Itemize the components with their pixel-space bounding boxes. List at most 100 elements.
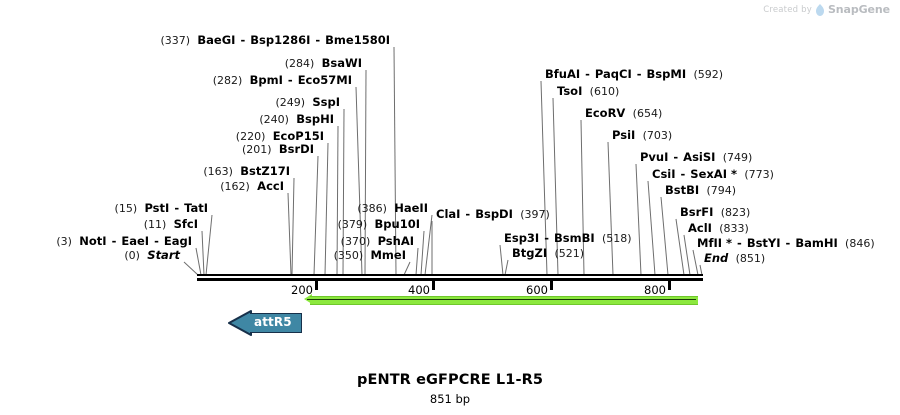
site-leader-line	[647, 180, 656, 276]
enzyme-name: BsmBI	[554, 231, 595, 245]
site-leader-line	[183, 261, 199, 276]
site-position: (518)	[601, 232, 632, 245]
enzyme-name: BstBI	[665, 183, 700, 197]
restriction-site-label[interactable]: (162) AccI	[220, 179, 284, 194]
restriction-site-label[interactable]: (386) HaeII	[357, 201, 428, 216]
site-leader-line	[675, 218, 685, 276]
restriction-site-label[interactable]: (370) PshAI	[340, 235, 414, 249]
restriction-site-label[interactable]: (350) MmeI	[333, 248, 406, 263]
restriction-site-label[interactable]: TsoI (610)	[557, 84, 619, 99]
site-position: (337)	[160, 34, 191, 47]
enzyme-name: BaeGI	[197, 33, 236, 47]
enzyme-name: BspMI	[646, 67, 687, 81]
restriction-site-label[interactable]: BfuAI - PaqCI - BspMI (592)	[545, 67, 723, 82]
restriction-site-label[interactable]: End (851)	[704, 252, 766, 266]
enzyme-name: Bpu10I	[374, 217, 420, 231]
site-position: (350)	[333, 249, 364, 262]
watermark-prefix: Created by	[763, 4, 812, 15]
enzyme-name: SexAI *	[690, 167, 737, 181]
enzyme-name: CsiI	[652, 167, 676, 181]
restriction-site-label[interactable]: (284) BsaWI	[285, 57, 362, 71]
feature-attr5[interactable]: attR5	[228, 310, 302, 336]
enzyme-name: MmeI	[370, 248, 406, 262]
enzyme-name: BfuAI	[545, 67, 581, 81]
enzyme-separator: -	[311, 33, 325, 47]
site-position: (386)	[357, 202, 387, 215]
enzyme-name: HaeII	[394, 201, 428, 215]
restriction-site-label[interactable]: (282) BpmI - Eco57MI	[212, 74, 352, 88]
enzyme-name: MfII *	[697, 236, 733, 250]
site-position: (379)	[337, 218, 368, 231]
restriction-site-label[interactable]: (220) EcoP15I	[235, 130, 324, 144]
site-position: (15)	[114, 202, 138, 215]
enzyme-name: TsoI	[557, 84, 583, 98]
restriction-site-label[interactable]: PvuI - AsiSI (749)	[640, 150, 752, 165]
restriction-site-label[interactable]: (240) BspHI	[259, 112, 334, 127]
restriction-site-label[interactable]: (15) PstI - TatI	[114, 201, 208, 216]
restriction-site-label[interactable]: (249) SspI	[275, 95, 340, 110]
watermark-brand: SnapGene	[827, 3, 890, 16]
restriction-site-label[interactable]: (201) BsrDI	[242, 143, 314, 157]
enzyme-separator: -	[540, 231, 553, 245]
site-leader-line	[607, 141, 614, 276]
feature-attr5-body	[250, 313, 302, 333]
enzyme-name: BtgZI	[512, 246, 548, 260]
enzyme-name: AsiSI	[683, 150, 716, 164]
site-position: (370)	[340, 235, 371, 248]
site-leader-line	[205, 214, 213, 276]
site-position: (282)	[212, 74, 243, 87]
enzyme-name: SfcI	[173, 217, 198, 231]
restriction-site-label[interactable]: (0) Start	[124, 249, 180, 263]
site-leader-line	[313, 155, 319, 276]
restriction-site-label[interactable]: (163) BstZ17I	[203, 164, 290, 179]
site-position: (0)	[124, 249, 140, 262]
restriction-site-label[interactable]: BtgZI (521)	[512, 246, 584, 261]
enzyme-name: SspI	[312, 95, 340, 109]
orf-arrow[interactable]	[304, 294, 698, 305]
enzyme-name: BsrFI	[680, 205, 714, 219]
site-leader-line	[195, 247, 202, 276]
enzyme-name: EcoRV	[585, 106, 626, 120]
restriction-site-label[interactable]: MfII * - BstYI - BamHI (846)	[697, 236, 875, 251]
enzyme-separator: -	[781, 236, 795, 250]
ruler-tick	[668, 281, 671, 290]
site-position: (249)	[275, 96, 306, 109]
site-position: (833)	[719, 222, 749, 235]
restriction-site-label[interactable]: (379) Bpu10I	[337, 217, 420, 232]
site-leader-line	[287, 192, 292, 276]
enzyme-separator: -	[236, 33, 250, 47]
site-position: (654)	[632, 107, 663, 120]
site-position: (397)	[520, 208, 550, 221]
site-leader-line	[499, 244, 504, 276]
enzyme-name: ClaI	[436, 207, 461, 221]
restriction-site-label[interactable]: BstBI (794)	[665, 183, 736, 198]
restriction-site-label[interactable]: (3) NotI - EaeI - EagI	[56, 235, 192, 249]
ruler-tick	[432, 281, 435, 290]
restriction-site-label[interactable]: PsiI (703)	[612, 129, 672, 143]
feature-attr5-label: attR5	[254, 315, 292, 329]
enzyme-name: BspHI	[296, 112, 334, 126]
enzyme-name: TatI	[184, 201, 208, 215]
restriction-site-label[interactable]: (337) BaeGI - Bsp1286I - Bme1580I	[160, 33, 391, 48]
site-position: (3)	[56, 235, 72, 248]
restriction-site-label[interactable]: EcoRV (654)	[585, 106, 663, 121]
site-leader-line	[683, 234, 691, 276]
enzyme-name: Esp3I	[504, 231, 540, 245]
restriction-site-label[interactable]: AclI (833)	[688, 222, 749, 236]
snapgene-logo-icon	[815, 3, 824, 16]
restriction-site-label[interactable]: (11) SfcI	[144, 217, 198, 232]
restriction-site-label[interactable]: ClaI - BspDI (397)	[436, 207, 550, 222]
site-position: (851)	[735, 252, 766, 265]
enzyme-name: AccI	[257, 179, 284, 193]
site-leader-line	[324, 142, 329, 276]
site-position: (220)	[235, 130, 266, 143]
enzyme-name: BstZ17I	[240, 164, 290, 178]
orf-arrow-head-line	[307, 299, 312, 300]
enzyme-separator: -	[733, 236, 746, 250]
ruler-tick-label: 800	[644, 283, 666, 297]
restriction-site-label[interactable]: Esp3I - BsmBI (518)	[504, 231, 632, 246]
enzyme-name: PstI	[144, 201, 170, 215]
restriction-site-label[interactable]: BsrFI (823)	[680, 205, 750, 220]
restriction-site-label[interactable]: CsiI - SexAI * (773)	[652, 167, 774, 182]
